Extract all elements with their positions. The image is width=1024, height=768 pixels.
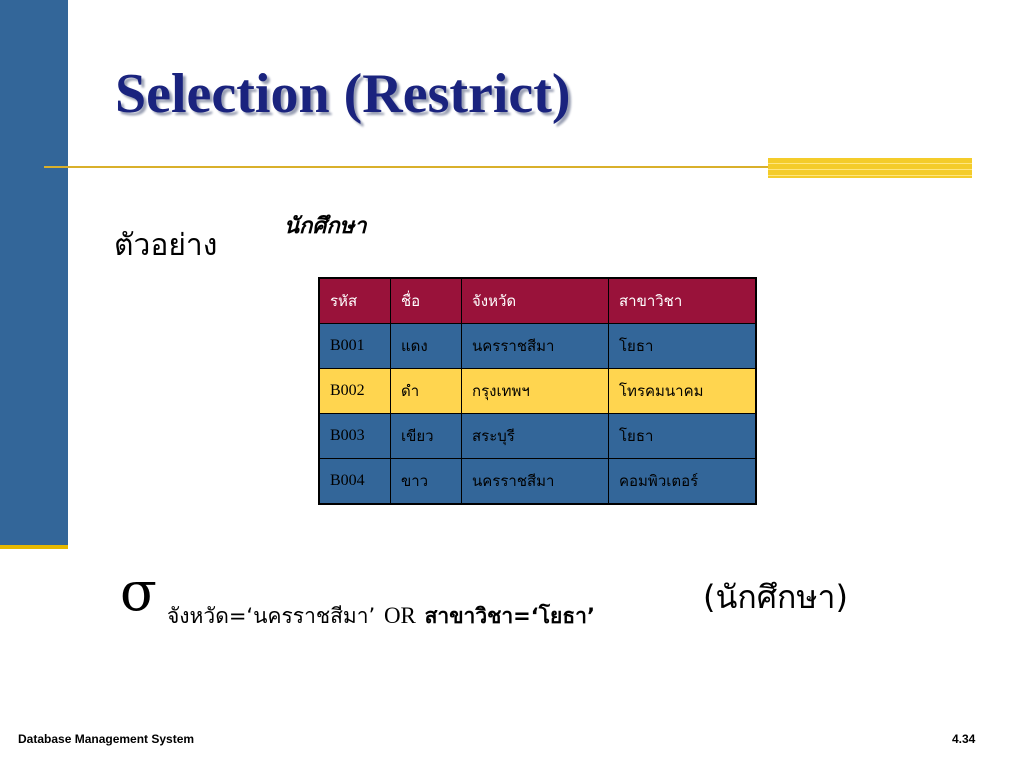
header-cell-name: ชื่อ [390,277,462,324]
cell-name: ขาว [390,458,462,505]
slide-title: Selection (Restrict) [115,63,571,125]
cell-id: B002 [318,368,391,414]
condition-major: สาขาวิชา=‘โยธา’ [424,604,595,628]
cell-province: นครราชสีมา [461,458,609,505]
relation-name: (นักศึกษา) [703,578,848,616]
example-label: ตัวอย่าง [114,228,218,263]
selection-formula: σ จังหวัด=‘นครราชสีมา’ OR สาขาวิชา=‘โยธา… [120,560,940,640]
table-row-highlighted: B002 ดำ กรุงเทพฯ โทรคมนาคม [318,368,757,414]
footer-course-title: Database Management System [18,732,195,746]
table-row: B001 แดง นครราชสีมา โยธา [318,323,757,369]
cell-major: โทรคมนาคม [608,368,757,414]
cell-name: เขียว [390,413,462,459]
title-accent-block [768,158,972,178]
cell-province: นครราชสีมา [461,323,609,369]
cell-name: แดง [390,323,462,369]
sidebar-accent-line [0,545,68,549]
footer-page-number: 4.34 [952,732,976,746]
cell-name: ดำ [390,368,462,414]
header-cell-id: รหัส [318,277,391,324]
condition-province: จังหวัด=‘นครราชสีมา’ [167,604,376,628]
table-caption: นักศึกษา [284,214,367,239]
table-header-row: รหัส ชื่อ จังหวัด สาขาวิชา [318,277,757,324]
cell-id: B003 [318,413,391,459]
cell-major: คอมพิวเตอร์ [608,458,757,505]
student-table: รหัส ชื่อ จังหวัด สาขาวิชา B001 แดง นครร… [318,277,757,505]
left-sidebar-decoration [0,0,68,545]
header-cell-major: สาขาวิชา [608,277,757,324]
cell-id: B004 [318,458,391,505]
cell-province: กรุงเทพฯ [461,368,609,414]
cell-major: โยธา [608,323,757,369]
table-row: B003 เขียว สระบุรี โยธา [318,413,757,459]
cell-id: B001 [318,323,391,369]
selection-condition: จังหวัด=‘นครราชสีมา’ OR สาขาวิชา=‘โยธา’ [167,600,595,633]
title-underline [44,166,770,168]
table-row: B004 ขาว นครราชสีมา คอมพิวเตอร์ [318,458,757,505]
sigma-operator: σ [120,560,157,623]
header-cell-province: จังหวัด [461,277,609,324]
condition-or: OR [383,603,416,628]
cell-province: สระบุรี [461,413,609,459]
cell-major: โยธา [608,413,757,459]
